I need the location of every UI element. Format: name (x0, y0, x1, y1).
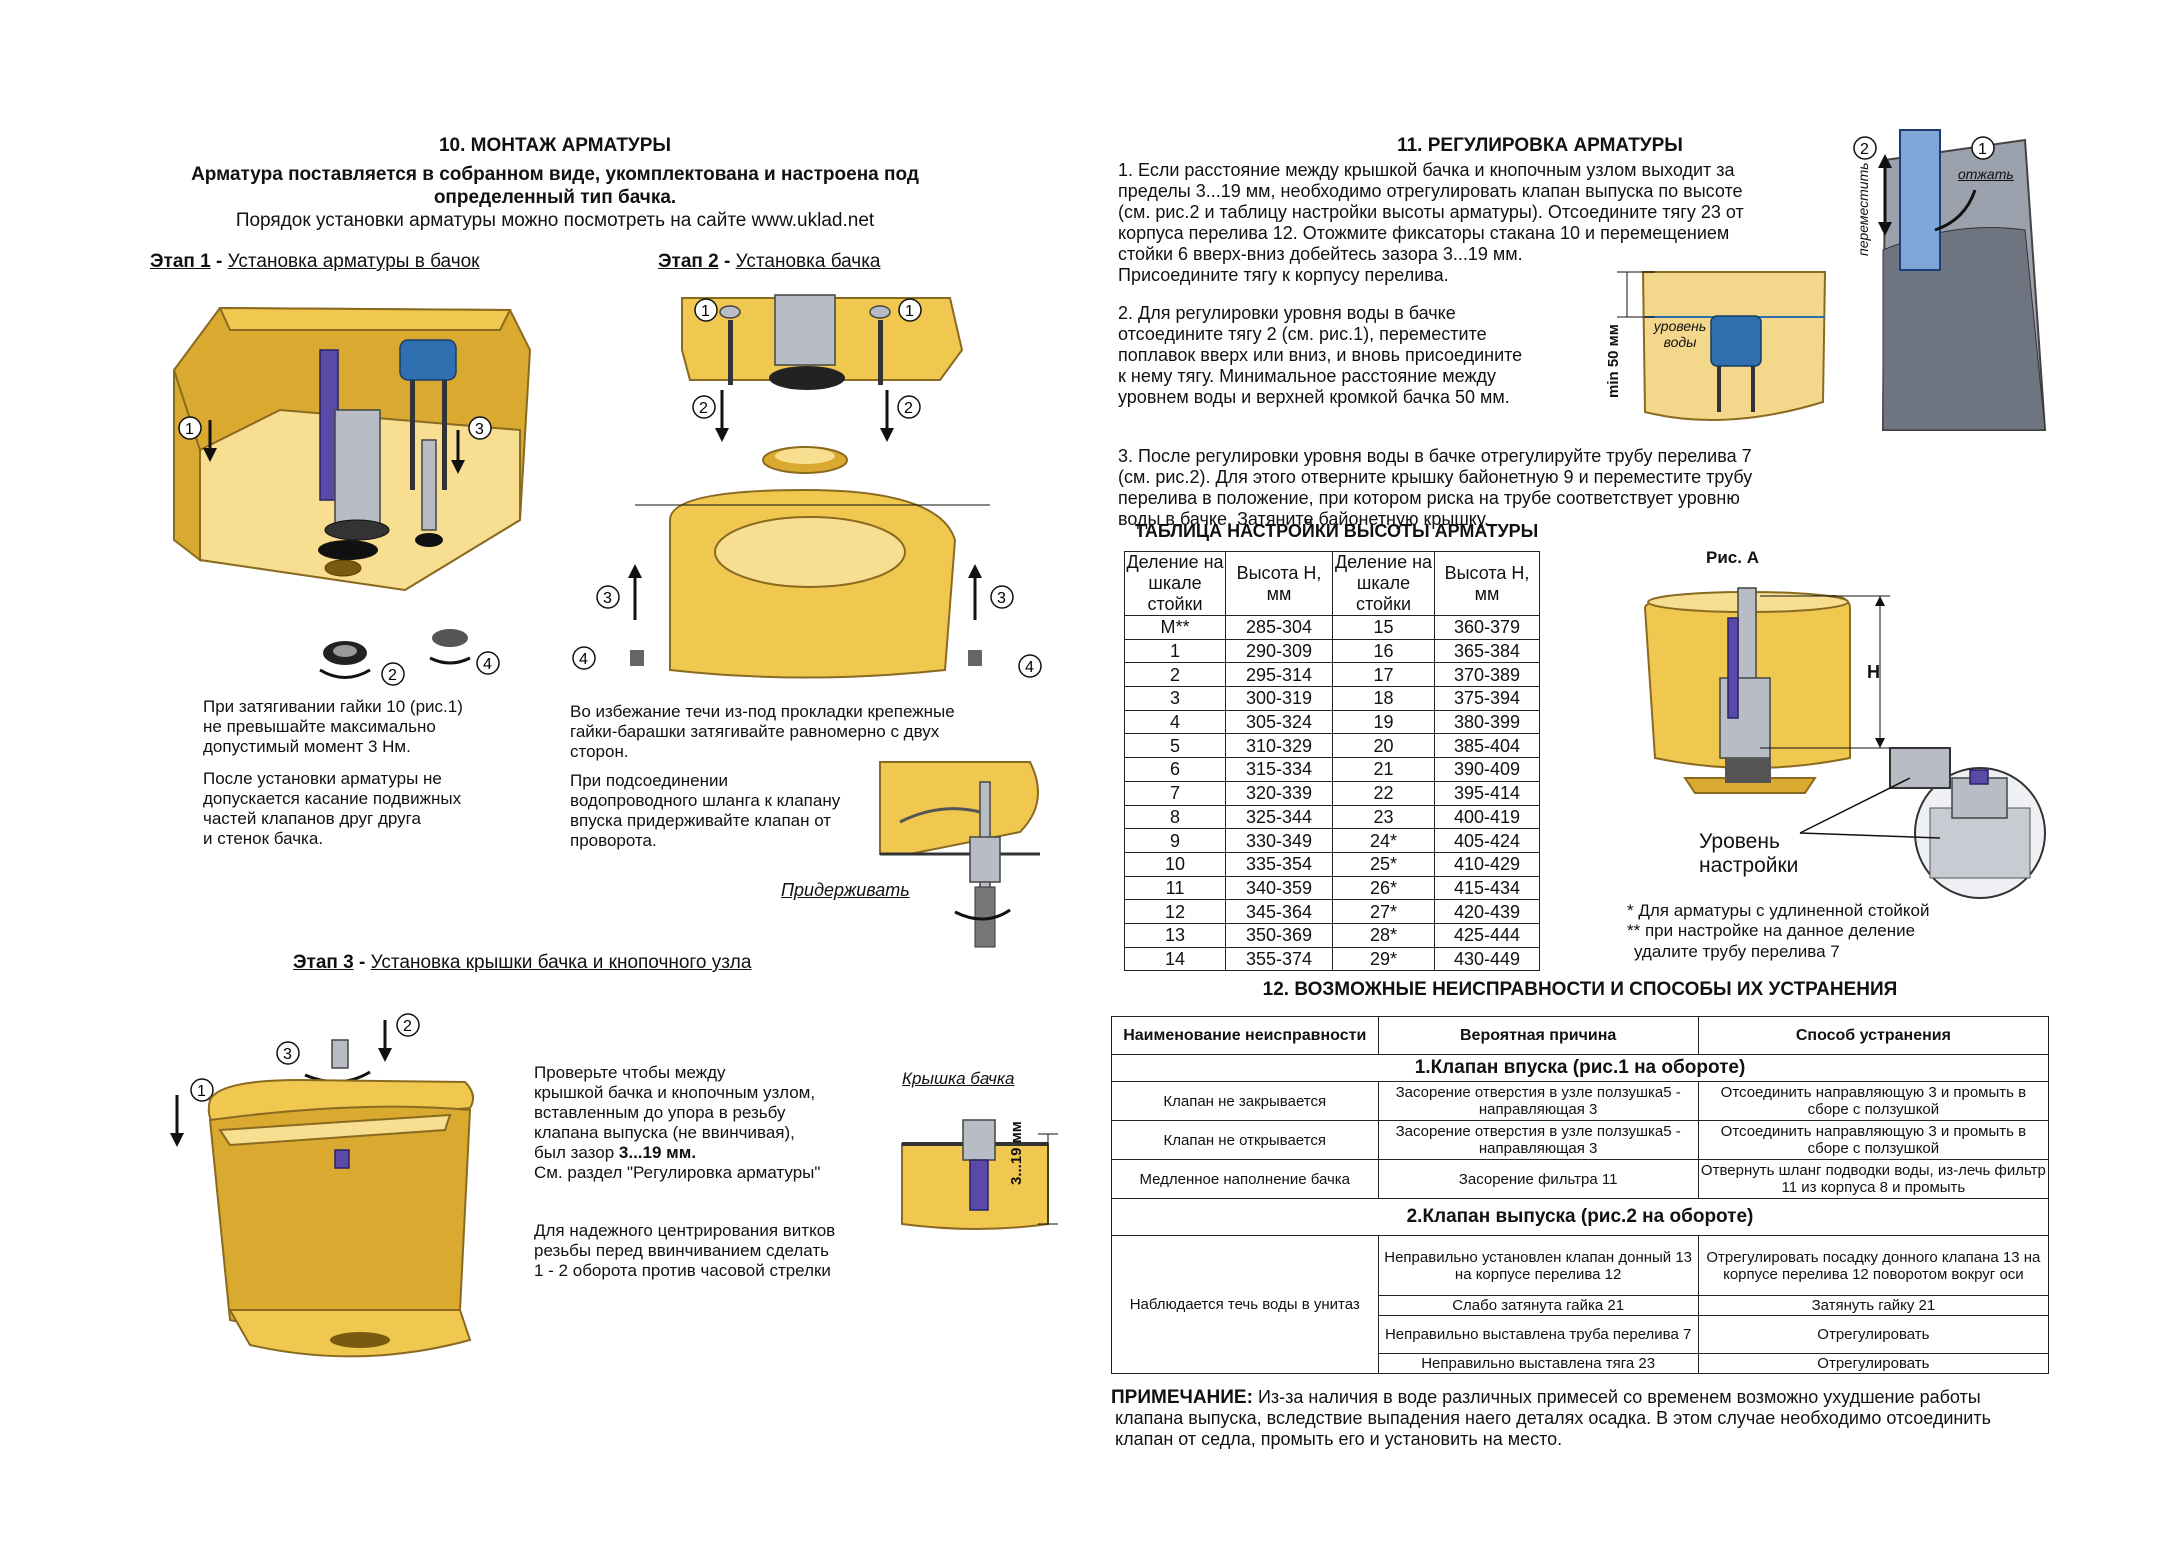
lid-label: Крышка бачка (902, 1069, 1014, 1089)
callout-1c: 1 (197, 1083, 206, 1100)
footnote-2: ** при настройке на данное деление (1627, 921, 1915, 941)
callout-3c: 3 (283, 1046, 292, 1063)
section1-title: 1.Клапан впуска (рис.1 на обороте) (1112, 1055, 2049, 1082)
note-label: ПРИМЕЧАНИЕ: (1111, 1387, 1253, 1408)
callout-1a: 1 (701, 303, 710, 320)
callout-4a: 4 (579, 651, 588, 668)
stage1-heading: Этап 1 - Установка арматуры в бачок (150, 250, 480, 273)
stage3-lid-illustration: 1 3 2 (160, 1010, 500, 1370)
callout-1b: 1 (905, 303, 914, 320)
table-header: Высота Н, мм (1226, 552, 1333, 616)
callout-2c: 2 (403, 1018, 412, 1035)
faults-table: Наименование неисправности Вероятная при… (1111, 1016, 2049, 1374)
stage2-note-1: Во избежание течи из-под прокладки крепе… (570, 702, 1010, 762)
regulation-paragraph-1: 1. Если расстояние между крышкой бачка и… (1118, 160, 1838, 286)
fig-a-label: Рис. А (1706, 548, 1759, 568)
callout-2: 2 (388, 667, 397, 684)
table-header: Высота Н, мм (1435, 552, 1540, 616)
lid-gap-detail (898, 1096, 1078, 1236)
callout-3b: 3 (997, 590, 1006, 607)
callout-1d: 1 (1978, 141, 1987, 158)
table-header-row: Наименование неисправности Вероятная при… (1112, 1017, 2049, 1055)
section-10-intro: Порядок установки арматуры можно посмотр… (150, 209, 960, 232)
adjustment-detail: 2 1 (1855, 130, 2050, 435)
footnote-3: удалите трубу перелива 7 (1634, 942, 1840, 962)
section-10-intro-bold: Арматура поставляется в собранном виде, … (150, 163, 960, 209)
table-row: Наблюдается течь воды в унитаз Неправиль… (1112, 1236, 2049, 1296)
footnote-1: * Для арматуры с удлиненной стойкой (1627, 901, 1929, 921)
callout-2b: 2 (904, 400, 913, 417)
move-label: переместить (1855, 156, 1871, 256)
water-level-small-label: уровень воды (1650, 318, 1710, 350)
stage2-note-2: При подсоединении водопроводного шланга … (570, 771, 890, 851)
note-block: ПРИМЕЧАНИЕ: Из-за наличия в воде различн… (1111, 1387, 2051, 1450)
stage3-note-1: Проверьте чтобы между крышкой бачка и кн… (534, 1063, 894, 1183)
gap-dimension-label: 3...19 мм (1008, 1075, 1026, 1185)
callout-4b: 4 (1025, 659, 1034, 676)
callout-3a: 3 (603, 590, 612, 607)
press-label: отжать (1958, 166, 2014, 182)
stage3-heading: Этап 3 - Установка крышки бачка и кнопоч… (293, 951, 751, 974)
water-level-detail (1605, 272, 1830, 432)
height-table: Деление на шкале стойки Высота Н, мм Дел… (1124, 551, 1540, 971)
callout-4: 4 (483, 656, 492, 673)
stage2-tank-illustration: 2 2 1 1 3 3 4 4 (570, 290, 1050, 690)
hold-label: Придерживать (781, 880, 910, 901)
section-12-title: 12. ВОЗМОЖНЫЕ НЕИСПРАВНОСТИ И СПОСОБЫ ИХ… (1111, 978, 2049, 1001)
stage1-note-1: При затягивании гайки 10 (рис.1) не прев… (203, 697, 503, 757)
section2-title: 2.Клапан выпуска (рис.2 на обороте) (1112, 1199, 2049, 1236)
regulation-paragraph-2: 2. Для регулировки уровня воды в бачке о… (1118, 303, 1588, 408)
callout-3: 3 (475, 421, 484, 438)
h-label: H (1867, 662, 1880, 683)
level-label: Уровень настройки (1699, 830, 1798, 878)
table-header: Деление на шкале стойки (1125, 552, 1226, 616)
stage2-heading: Этап 2 - Установка бачка (658, 250, 880, 273)
stage1-tank-illustration: 1 3 2 4 (160, 290, 550, 690)
stage1-note-2: После установки арматуры не допускается … (203, 769, 503, 849)
hose-detail-illustration (870, 762, 1050, 952)
callout-2a: 2 (699, 400, 708, 417)
callout-1: 1 (185, 421, 194, 438)
table-header: Деление на шкале стойки (1333, 552, 1435, 616)
height-table-title: ТАБЛИЦА НАСТРОЙКИ ВЫСОТЫ АРМАТУРЫ (1135, 521, 1538, 542)
stage3-note-2: Для надежного центрирования витков резьб… (534, 1221, 894, 1281)
section-10-title: 10. МОНТАЖ АРМАТУРЫ (150, 134, 960, 157)
section-11-title: 11. РЕГУЛИРОВКА АРМАТУРЫ (1290, 134, 1790, 157)
min-50-label: min 50 мм (1605, 298, 1623, 398)
regulation-paragraph-3: 3. После регулировки уровня воды в бачке… (1118, 446, 1838, 530)
